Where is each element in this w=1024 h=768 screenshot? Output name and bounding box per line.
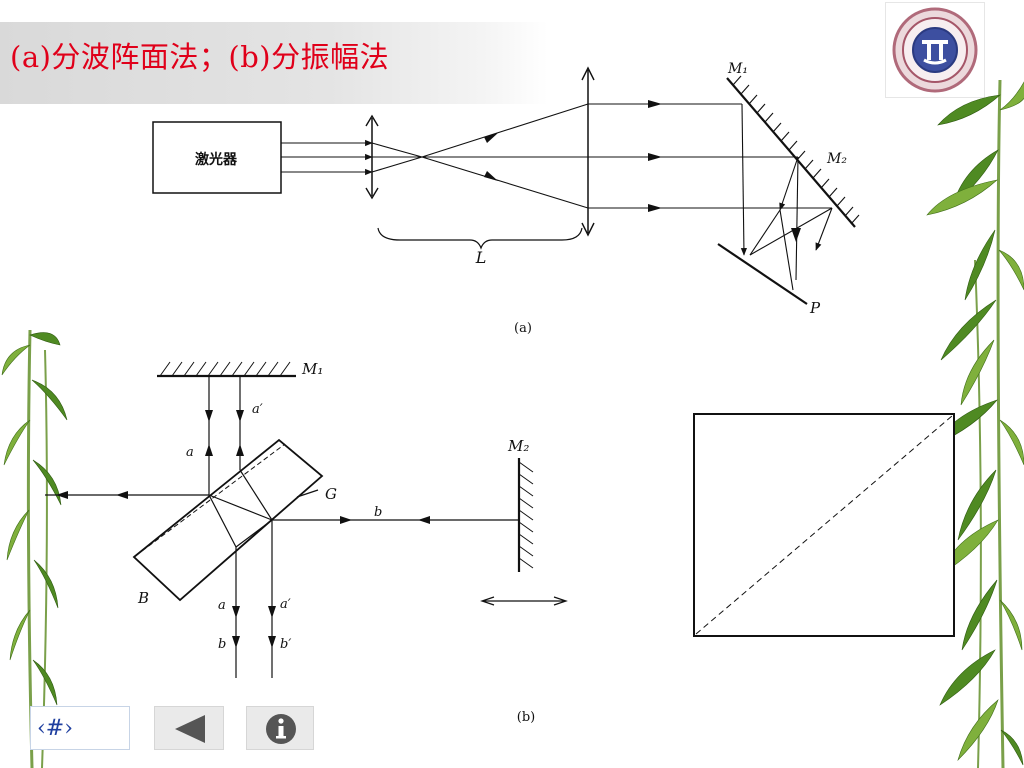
laser-label: 激光器 [195,151,238,168]
university-logo [885,2,985,98]
page-number-box[interactable]: ‹#› [30,706,130,750]
diverging-ray-bot [421,156,589,209]
info-icon [266,714,296,744]
info-button[interactable] [246,706,314,750]
beam-a-prime-label: a′ [252,402,263,417]
plate-b-label: B [137,589,149,607]
laser-box [152,121,282,194]
lens-group-label: L [475,248,487,267]
screen-p [717,243,808,305]
prev-slide-button[interactable] [154,706,224,750]
lens-group-brace [377,227,583,250]
screen-label: P [809,299,821,317]
out-b-label: b [218,637,226,652]
diverging-ray-top [421,103,589,158]
out-a-label: a [218,598,226,613]
beam-a-label: a [186,445,194,460]
mirror2-label-b: M₂ [507,437,529,455]
mirror1-label-b: M₁ [301,360,323,378]
out-b-prime-label: b′ [280,637,291,652]
out-a-prime-label: a′ [280,597,291,612]
slide-title: (a)分波阵面法；(b)分振幅法 [10,40,390,74]
caption-a: (a) [514,321,532,336]
beam-splitter-plate [132,438,324,602]
beam-b-label: b [374,505,382,520]
left-triangle-icon [175,715,205,743]
mirror-m1-m2 [726,75,860,228]
plate-g-label: G [325,485,337,503]
title-bar [0,22,548,104]
caption-b: (b) [517,710,535,725]
logo-seal-icon [892,7,978,93]
placeholder-frame [693,413,955,637]
mirror2-label-a: M₂ [826,151,847,167]
mirror1-label-a: M₁ [727,61,748,77]
